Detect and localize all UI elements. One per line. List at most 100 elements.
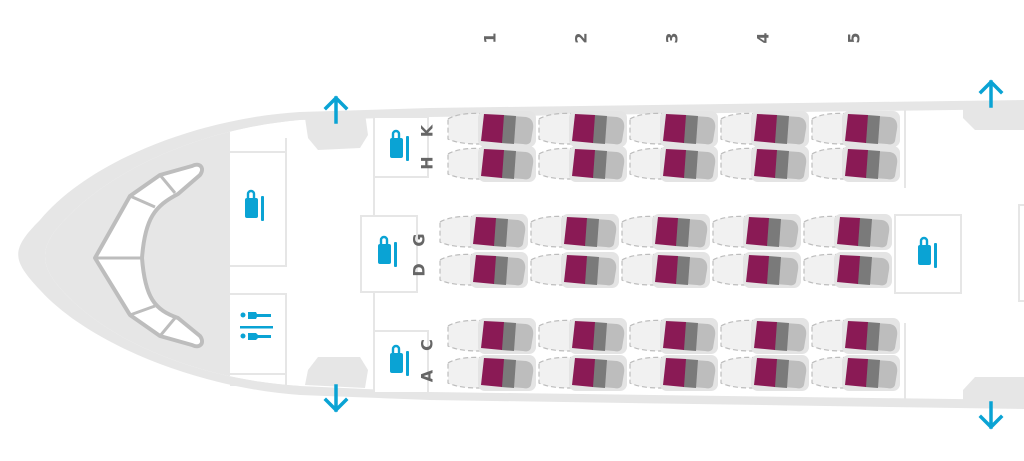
seat-headrest — [775, 257, 799, 286]
seat-1D[interactable] — [439, 252, 528, 288]
seat-back — [675, 218, 690, 247]
seats — [439, 111, 900, 391]
luggage-icon — [378, 235, 397, 267]
seat-cushion — [564, 217, 587, 246]
column-label: 1 — [481, 32, 500, 43]
seat-back — [584, 256, 599, 285]
seat-2D[interactable] — [530, 252, 619, 288]
seat-cushion — [845, 114, 868, 143]
seat-headrest — [866, 219, 890, 248]
seat-2K[interactable] — [538, 111, 627, 147]
seat-cushion — [837, 217, 860, 246]
seat-3K[interactable] — [629, 111, 718, 147]
seat-cushion — [481, 358, 504, 387]
seat-1G[interactable] — [439, 214, 528, 250]
seat-back — [592, 115, 607, 144]
seat-back — [774, 322, 789, 351]
column-label: 3 — [663, 32, 682, 43]
seat-4C[interactable] — [720, 318, 809, 354]
row-letter: G — [410, 233, 429, 246]
seat-4A[interactable] — [720, 355, 809, 391]
seat-headrest — [783, 360, 807, 389]
seat-back — [865, 150, 880, 179]
front-lavatory — [228, 293, 287, 385]
seat-back — [592, 322, 607, 351]
seat-back — [865, 115, 880, 144]
seat-cushion — [481, 321, 504, 350]
seat-1A[interactable] — [447, 355, 536, 391]
seat-cushion — [754, 358, 777, 387]
seat-4D[interactable] — [712, 252, 801, 288]
seat-headrest — [783, 323, 807, 352]
seat-cushion — [655, 217, 678, 246]
seat-5H[interactable] — [811, 146, 900, 182]
column-label: 5 — [845, 32, 864, 43]
seat-back — [683, 150, 698, 179]
row-letter: H — [418, 156, 437, 169]
seat-back — [774, 359, 789, 388]
seat-cushion — [572, 321, 595, 350]
seat-4K[interactable] — [720, 111, 809, 147]
seat-headrest — [502, 219, 526, 248]
seat-headrest — [601, 151, 625, 180]
seat-back — [501, 359, 516, 388]
seat-cushion — [845, 358, 868, 387]
seat-5C[interactable] — [811, 318, 900, 354]
seat-cushion — [663, 114, 686, 143]
seat-headrest — [593, 219, 617, 248]
column-label: 4 — [754, 32, 773, 43]
front-door-bottom — [305, 357, 368, 388]
seat-2G[interactable] — [530, 214, 619, 250]
seat-3C[interactable] — [629, 318, 718, 354]
seat-back — [493, 256, 508, 285]
seat-headrest — [692, 360, 716, 389]
seat-1K[interactable] — [447, 111, 536, 147]
seat-back — [683, 359, 698, 388]
seat-cushion — [746, 217, 769, 246]
seat-cushion — [663, 321, 686, 350]
lavatory-icon — [240, 312, 273, 340]
seat-4H[interactable] — [720, 146, 809, 182]
seat-back — [865, 359, 880, 388]
seat-5G[interactable] — [803, 214, 892, 250]
seat-1C[interactable] — [447, 318, 536, 354]
seat-4G[interactable] — [712, 214, 801, 250]
seat-headrest — [775, 219, 799, 248]
seat-back — [501, 115, 516, 144]
seat-2A[interactable] — [538, 355, 627, 391]
seat-3H[interactable] — [629, 146, 718, 182]
seat-headrest — [874, 323, 898, 352]
seat-3D[interactable] — [621, 252, 710, 288]
seat-5A[interactable] — [811, 355, 900, 391]
seat-cushion — [655, 255, 678, 284]
seat-back — [592, 150, 607, 179]
seat-5K[interactable] — [811, 111, 900, 147]
seat-headrest — [866, 257, 890, 286]
seat-back — [774, 115, 789, 144]
seat-back — [766, 256, 781, 285]
seat-3A[interactable] — [629, 355, 718, 391]
seat-headrest — [510, 151, 534, 180]
seat-cushion — [481, 114, 504, 143]
seat-headrest — [783, 116, 807, 145]
seat-1H[interactable] — [447, 146, 536, 182]
seat-back — [857, 256, 872, 285]
seat-3G[interactable] — [621, 214, 710, 250]
seat-cushion — [473, 217, 496, 246]
seat-headrest — [874, 116, 898, 145]
seat-2C[interactable] — [538, 318, 627, 354]
rear-door-bottom — [963, 377, 1024, 402]
row-letter: K — [418, 124, 437, 137]
seat-2H[interactable] — [538, 146, 627, 182]
seat-back — [584, 218, 599, 247]
luggage-icon — [918, 236, 937, 268]
seat-headrest — [692, 151, 716, 180]
seat-back — [493, 218, 508, 247]
seat-5D[interactable] — [803, 252, 892, 288]
seat-headrest — [684, 257, 708, 286]
fuselage-bottom-wall — [430, 392, 1024, 409]
seat-back — [501, 322, 516, 351]
seat-headrest — [692, 116, 716, 145]
